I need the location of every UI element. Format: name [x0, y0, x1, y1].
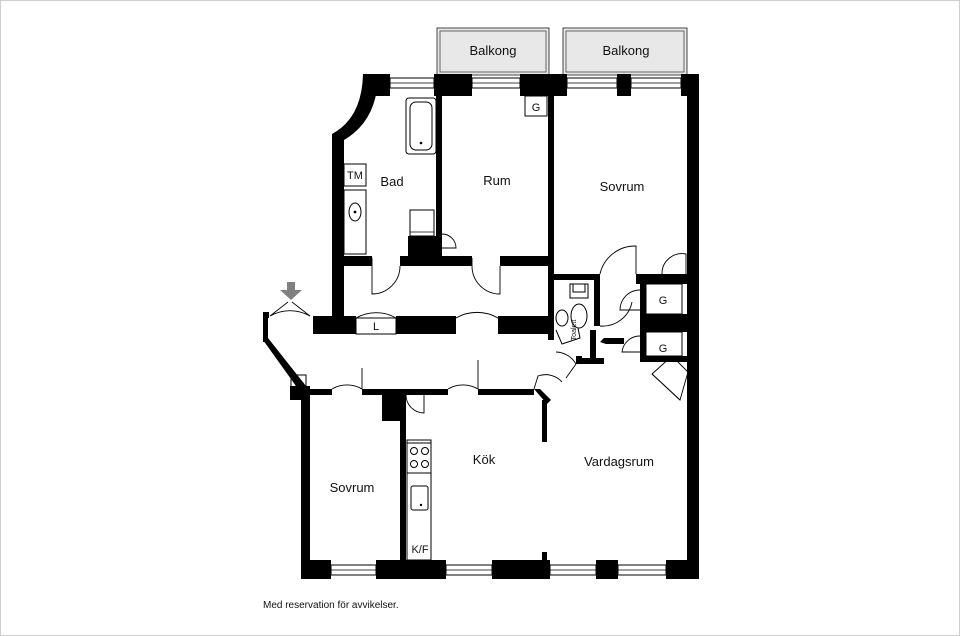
outer-walls	[263, 74, 699, 579]
fixture-label-st: ST	[295, 382, 305, 389]
balcony-left	[436, 27, 550, 76]
fixture-label-l: L	[373, 321, 379, 333]
room-label-rum: Rum	[483, 173, 510, 188]
shower-box	[409, 209, 435, 237]
windows	[330, 77, 682, 576]
room-label-bad: Bad	[380, 174, 403, 189]
room-label-balkong-left: Balkong	[470, 43, 517, 58]
fixture-label-kf: K/F	[411, 544, 428, 556]
fixture-label-g-low: G	[659, 343, 668, 355]
toilet-basin	[555, 309, 581, 345]
room-label-vardagsrum: Vardagsrum	[584, 454, 654, 469]
room-label-kok: Kök	[473, 452, 496, 467]
toilet	[569, 283, 589, 329]
doors	[331, 233, 689, 414]
fixture-label-tm: TM	[347, 170, 363, 182]
bathtub	[405, 97, 437, 155]
washbasin-bath	[343, 189, 367, 255]
fixture-label-g-mid: G	[659, 295, 668, 307]
fixture-label-g-top: G	[532, 102, 541, 114]
storage-boxes	[290, 95, 683, 394]
stove	[406, 442, 432, 474]
inner-walls	[310, 96, 687, 579]
fixture-label-toalett: Toalett	[571, 320, 578, 341]
room-label-sovrum-top: Sovrum	[600, 179, 645, 194]
room-label-sovrum-bottom: Sovrum	[330, 480, 375, 495]
entrance-arrow-icon	[280, 282, 302, 300]
room-label-balkong-right: Balkong	[603, 43, 650, 58]
kitchen-counter	[406, 439, 432, 561]
entrance-door	[269, 301, 311, 317]
kitchen-sink	[410, 485, 429, 511]
disclaimer-text: Med reservation för avvikelser.	[263, 600, 399, 611]
